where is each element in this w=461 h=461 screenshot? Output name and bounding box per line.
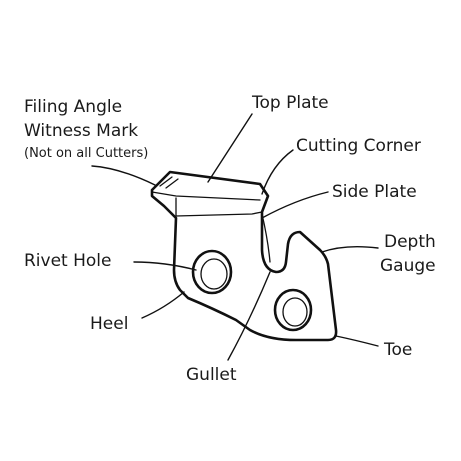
leader-depth-gauge	[321, 245, 379, 253]
leader-filing-angle	[91, 165, 156, 186]
label-depth-gauge-line1: Depth	[384, 232, 436, 252]
rivet-hole-front-inner	[282, 297, 308, 327]
leader-rivet-hole	[133, 261, 197, 271]
rivet-holes	[191, 249, 313, 332]
label-side-plate: Side Plate	[332, 182, 417, 202]
leader-side-plate	[261, 191, 329, 219]
leader-cutting-corner	[261, 149, 294, 195]
gullet-inner-line	[261, 213, 271, 263]
leader-gullet	[227, 271, 271, 361]
label-rivet-hole: Rivet Hole	[24, 251, 112, 271]
leader-lines	[91, 113, 379, 361]
labels: Filing Angle Witness Mark (Not on all Cu…	[24, 93, 436, 385]
witness-mark	[159, 176, 179, 189]
rivet-hole-rear-inner	[200, 258, 228, 290]
label-top-plate: Top Plate	[251, 93, 329, 113]
label-filing-angle-line1: Filing Angle	[24, 97, 122, 117]
label-filing-angle-line2: Witness Mark	[24, 121, 138, 141]
side-plate-bevel	[175, 211, 263, 217]
leader-heel	[141, 291, 185, 319]
label-cutting-corner: Cutting Corner	[296, 136, 421, 156]
label-gullet: Gullet	[186, 365, 237, 385]
cutter-body	[150, 170, 338, 342]
label-filing-angle-note: (Not on all Cutters)	[24, 146, 148, 161]
label-toe: Toe	[383, 340, 412, 360]
top-plate-edge	[151, 191, 261, 201]
cutter-outline	[150, 170, 338, 342]
label-depth-gauge-line2: Gauge	[380, 256, 436, 276]
label-heel: Heel	[90, 314, 128, 334]
leader-toe	[335, 335, 379, 347]
rivet-hole-front	[273, 288, 313, 332]
rivet-hole-rear	[191, 249, 233, 295]
leader-top-plate	[207, 113, 253, 183]
